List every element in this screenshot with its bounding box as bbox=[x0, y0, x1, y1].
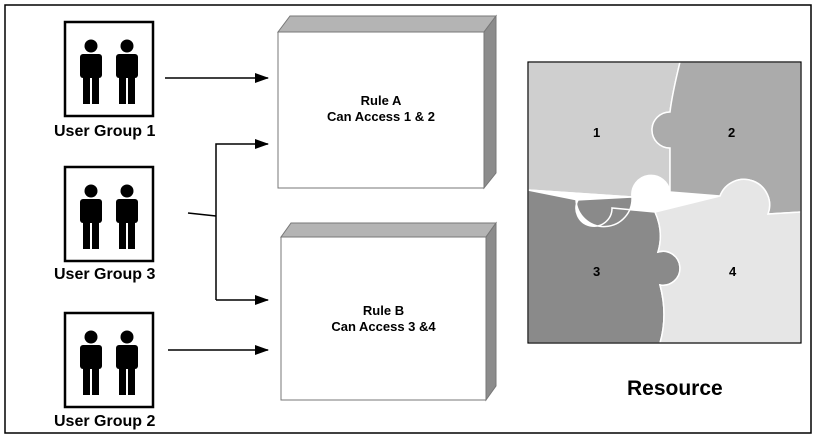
connector-group3 bbox=[187, 212, 217, 217]
rule-a-text: Rule A Can Access 1 & 2 bbox=[278, 93, 484, 125]
piece-4-label: 4 bbox=[729, 264, 737, 279]
outer-frame bbox=[4, 4, 812, 434]
user-group-2-label: User Group 2 bbox=[54, 413, 156, 430]
piece-3-label: 3 bbox=[593, 264, 601, 279]
resource-puzzle bbox=[527, 61, 802, 344]
piece-2-label: 2 bbox=[728, 125, 736, 140]
piece-1-label: 1 bbox=[593, 125, 601, 140]
rule-b-access: Can Access 3 &4 bbox=[331, 319, 436, 334]
arrow-group3-to-rule-a bbox=[215, 139, 269, 300]
user-group-1-icon bbox=[63, 20, 155, 118]
puzzle-piece-4 bbox=[653, 178, 802, 344]
user-group-2-icon bbox=[63, 311, 155, 409]
rule-b-box bbox=[280, 221, 497, 402]
user-group-1-label: User Group 1 bbox=[54, 123, 156, 140]
resource-title: Resource bbox=[627, 377, 723, 400]
user-group-3-label: User Group 3 bbox=[54, 266, 156, 283]
rule-a-title: Rule A bbox=[360, 93, 402, 108]
rule-b-text: Rule B Can Access 3 &4 bbox=[281, 303, 486, 335]
rule-a-box bbox=[277, 14, 497, 190]
rule-b-title: Rule B bbox=[362, 303, 405, 318]
user-group-3-icon bbox=[63, 165, 155, 263]
rule-a-access: Can Access 1 & 2 bbox=[327, 109, 435, 124]
